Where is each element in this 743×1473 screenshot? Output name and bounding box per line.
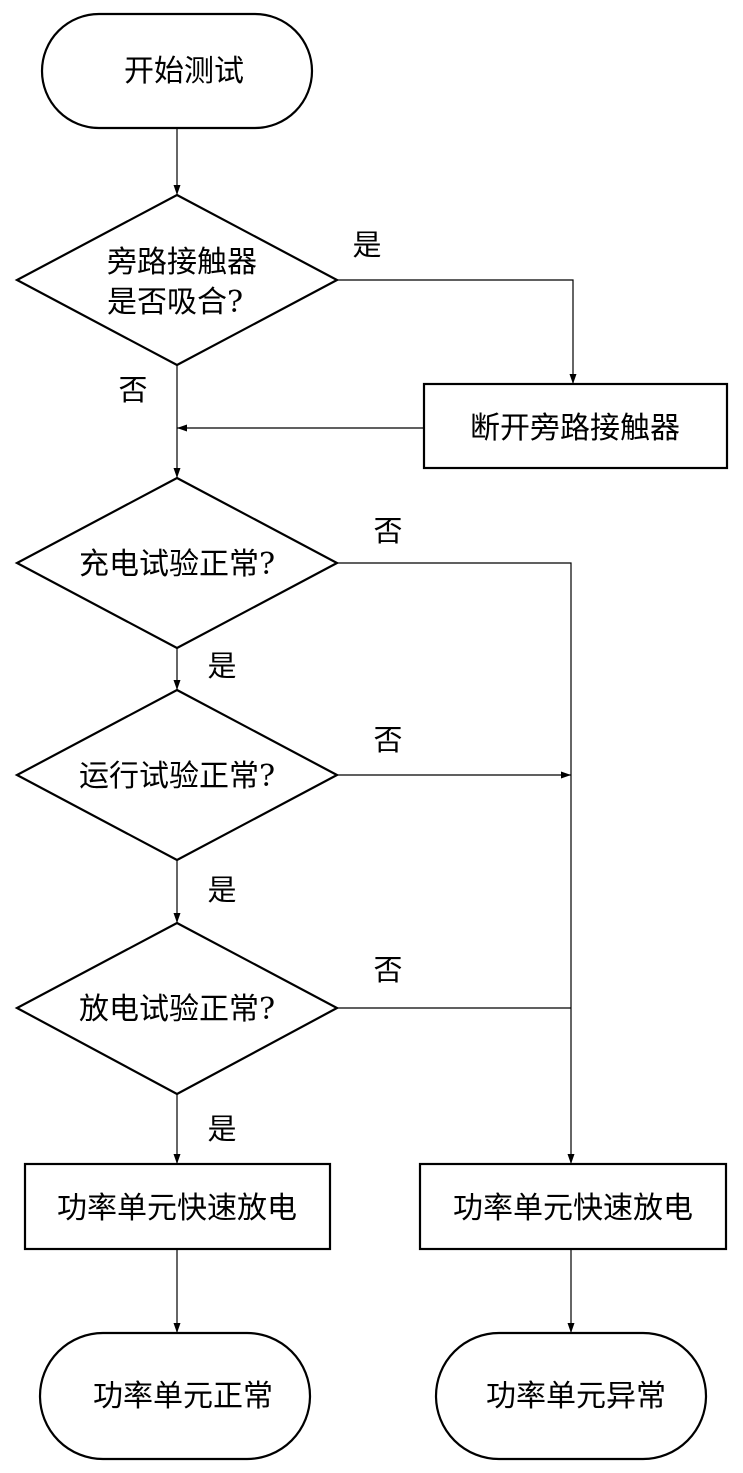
fast-discharge-fault-process: 功率单元快速放电 <box>418 1162 728 1251</box>
run-test-decision: 运行试验正常? <box>14 688 340 862</box>
end-normal-label: 功率单元正常 <box>93 1379 273 1414</box>
open-bypass-label: 断开旁路接触器 <box>470 411 680 446</box>
fast-discharge-normal-process: 功率单元快速放电 <box>23 1162 332 1251</box>
run-test-label: 运行试验正常? <box>79 759 275 794</box>
bypass-check-label-line1: 旁路接触器 <box>107 245 257 280</box>
connector-charge-no-to-fault <box>337 562 575 1164</box>
discharge-test-label: 放电试验正常? <box>79 992 275 1027</box>
connectors <box>173 128 577 1333</box>
charge-test-decision: 充电试验正常? <box>14 476 340 650</box>
end-abnormal-label: 功率单元异常 <box>486 1379 666 1414</box>
end-normal-terminal: 功率单元正常 <box>38 1331 312 1461</box>
edge-label-charge-no: 否 <box>373 514 402 548</box>
connector-bypass-yes-to-open <box>337 279 577 384</box>
open-bypass-process: 断开旁路接触器 <box>422 382 729 470</box>
edge-label-discharge-yes: 是 <box>207 1112 236 1146</box>
bypass-check-decision: 旁路接触器 是否吸合? <box>14 193 340 367</box>
charge-test-label: 充电试验正常? <box>79 547 275 582</box>
edge-label-bypass-yes: 是 <box>352 228 381 262</box>
edge-label-charge-yes: 是 <box>207 649 236 683</box>
start-terminal-label: 开始测试 <box>124 54 244 89</box>
edge-label-run-no: 否 <box>373 723 402 757</box>
edge-labels: 是 否 否 是 否 是 否 是 <box>118 228 402 1146</box>
edge-label-bypass-no: 否 <box>118 373 147 407</box>
fast-discharge-fault-label: 功率单元快速放电 <box>453 1191 693 1226</box>
discharge-test-decision: 放电试验正常? <box>14 921 340 1096</box>
start-terminal: 开始测试 <box>40 12 314 130</box>
edge-label-discharge-no: 否 <box>373 953 402 987</box>
end-abnormal-terminal: 功率单元异常 <box>434 1331 708 1461</box>
edge-label-run-yes: 是 <box>207 873 236 907</box>
bypass-check-label-line2: 是否吸合? <box>107 285 243 320</box>
fast-discharge-normal-label: 功率单元快速放电 <box>57 1191 297 1226</box>
